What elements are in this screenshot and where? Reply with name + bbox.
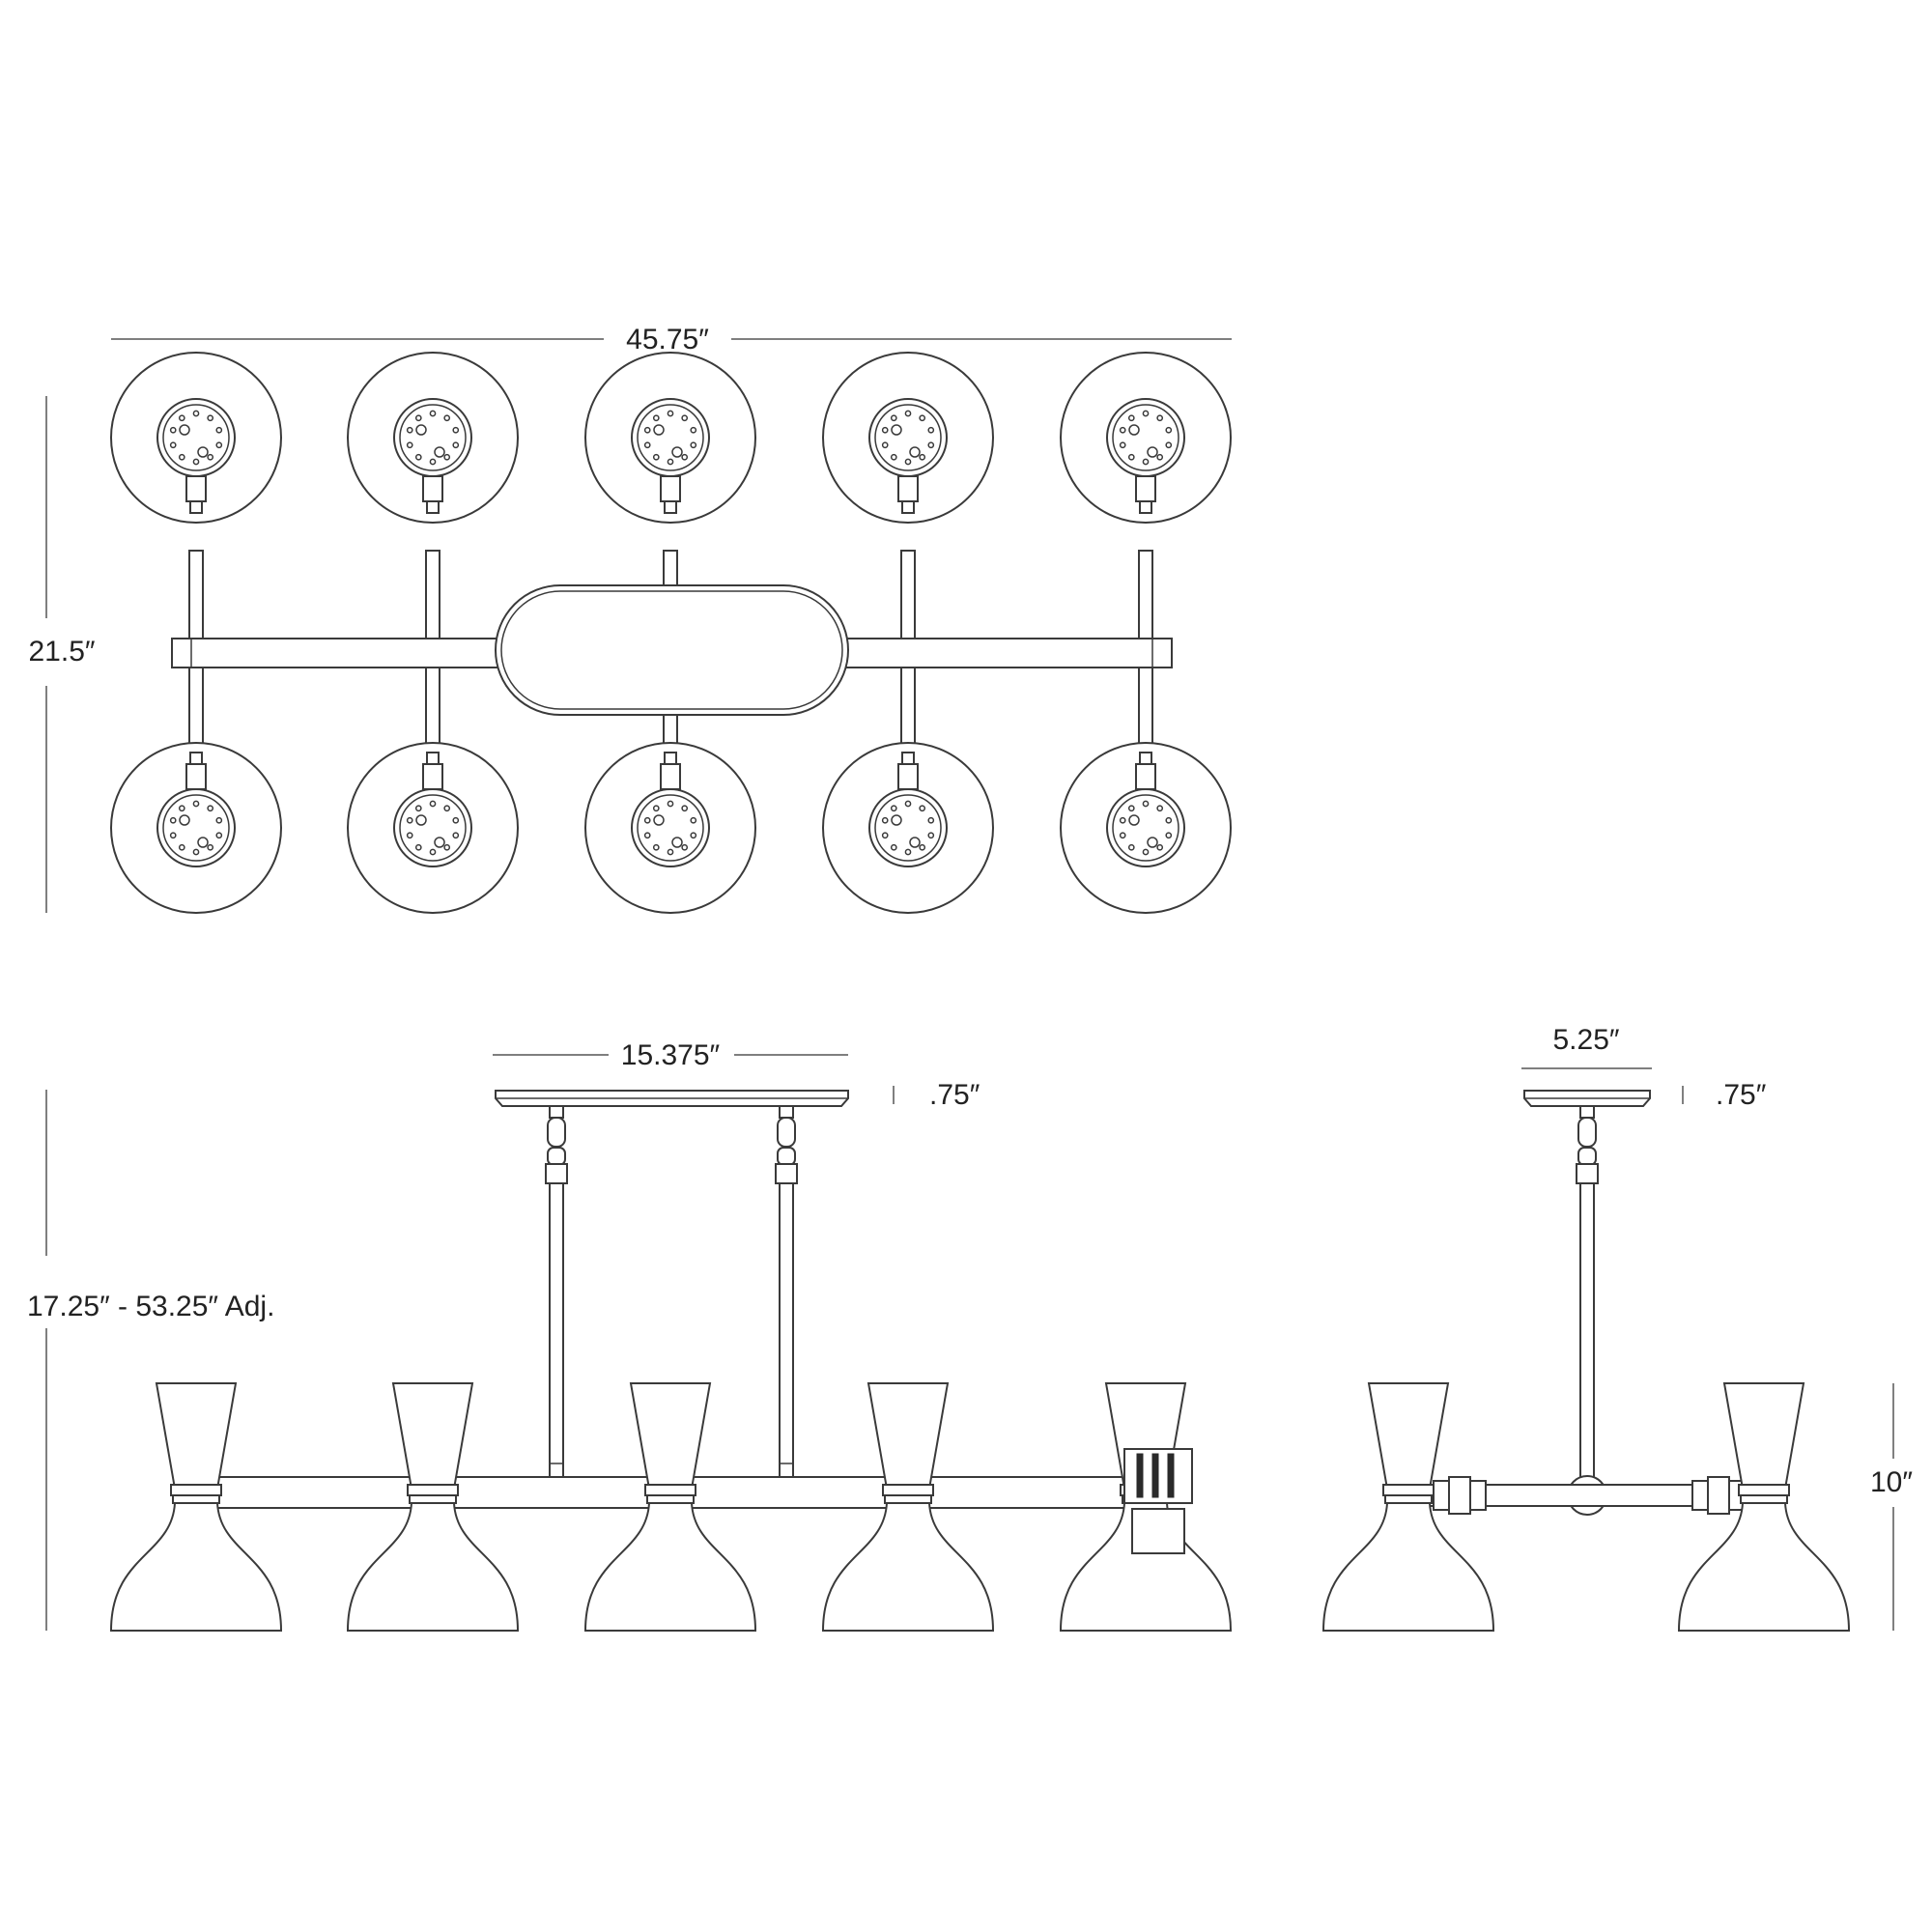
side-stem [1567,1105,1607,1516]
plan-shade-top-5 [1060,352,1232,524]
plan-shade-top-1 [110,352,282,524]
plan-canopy-inner [500,590,843,710]
plan-shade-bottom-3 [584,742,756,914]
plan-shade-bottom-1 [110,742,282,914]
side-view: 5.25″ .75″ 10″ [1321,1024,1913,1632]
front-stem-1 [545,1105,568,1484]
plan-shade-top-2 [347,352,519,524]
plan-shade-top-4 [822,352,994,524]
plan-width-label: 45.75″ [626,324,709,355]
side-joint-left [1433,1476,1487,1515]
plan-arm-top-4 [900,550,916,640]
plan-arm-top-5 [1138,550,1153,640]
plan-shade-top-3 [584,352,756,524]
side-shades [1321,1382,1851,1632]
front-canopy-width-label: 15.375″ [621,1039,721,1071]
plan-shade-bottom-5 [1060,742,1232,914]
plan-arm-top-1 [188,550,204,640]
front-shade-1 [109,1382,283,1632]
front-shade-4 [821,1382,995,1632]
plan-shades [110,352,1232,914]
front-overall-height-label: 17.25″ - 53.25″ Adj. [27,1291,274,1322]
plan-shade-bottom-2 [347,742,519,914]
side-canopy-width-label: 5.25″ [1552,1024,1619,1056]
front-stems [545,1105,798,1484]
plan-canopy [495,584,849,716]
plan-arm-top-2 [425,550,440,640]
front-socket-detail [1123,1448,1193,1554]
front-view: 15.375″ .75″ 17.25″ - 53.25″ Adj. [27,1039,1233,1632]
side-joint-right [1691,1476,1746,1515]
plan-shade-bottom-4 [822,742,994,914]
plan-view: 45.75″ 21.5″ [28,324,1232,914]
plan-depth-label: 21.5″ [28,636,95,668]
side-shade-1 [1321,1382,1495,1632]
front-canopy-height-label: .75″ [929,1079,980,1111]
side-canopy-height-label: .75″ [1716,1079,1767,1111]
side-shade-2 [1677,1382,1851,1632]
side-shade-height-label: 10″ [1870,1466,1913,1498]
front-shades [109,1382,1233,1632]
front-shade-2 [346,1382,520,1632]
front-shade-3 [583,1382,757,1632]
front-stem-2 [775,1105,798,1484]
